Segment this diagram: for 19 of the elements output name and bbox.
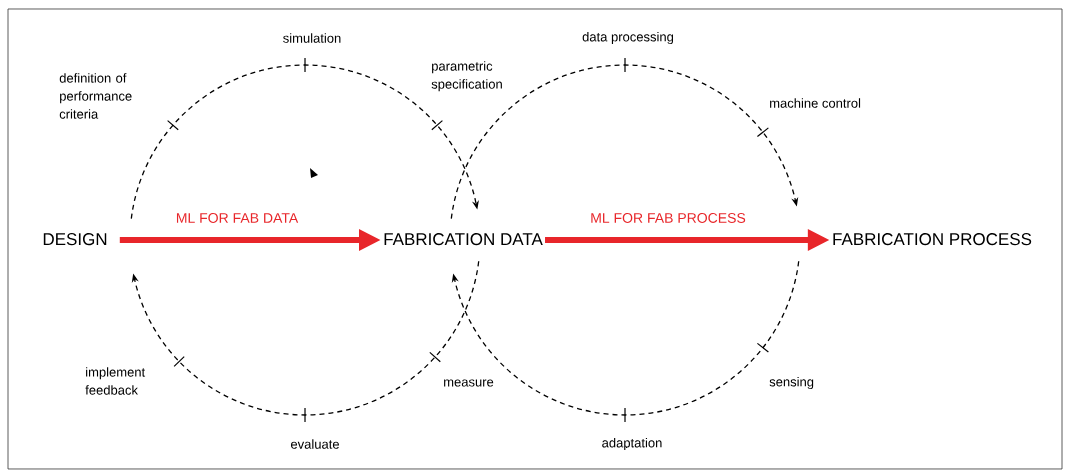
- step-label: definition of performance criteria: [59, 73, 132, 119]
- arrow: [451, 260, 800, 416]
- step-label: implement feedback: [85, 367, 146, 395]
- step-label: parametric specification: [431, 61, 502, 92]
- step-label: evaluate: [291, 439, 339, 449]
- stage-label: FABRICATION PROCESS: [833, 233, 1032, 246]
- step-label: adaptation: [602, 437, 662, 451]
- step-label: sensing: [769, 376, 814, 390]
- edge-label: ML FOR FAB DATA: [174, 212, 300, 224]
- arrow: [130, 64, 479, 220]
- stage-label: DESIGN: [43, 233, 107, 246]
- step-label: machine control: [770, 98, 861, 108]
- stage-label: FABRICATION DATA: [384, 233, 543, 246]
- step-label: simulation: [283, 33, 341, 43]
- step-label: data processing: [582, 31, 674, 45]
- arrow: [450, 64, 799, 220]
- edge-label: ML FOR FAB PROCESS: [589, 212, 747, 224]
- arrow: [131, 260, 480, 416]
- step-label: measure: [444, 379, 494, 387]
